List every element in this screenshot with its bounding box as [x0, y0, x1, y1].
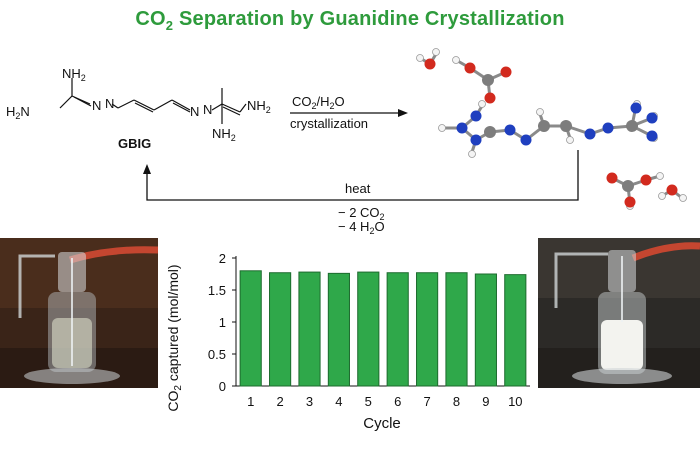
atom-n-4: N: [203, 102, 212, 117]
x-tick-label: 3: [306, 394, 313, 409]
gbig-atom-labels: NH2 H2N N N N N NH2 NH2: [6, 66, 271, 143]
photo-white-precipitate: [538, 238, 700, 388]
reverse-arrowhead: [143, 164, 151, 174]
x-axis-title: Cycle: [363, 415, 401, 432]
x-tick-label: 5: [365, 394, 372, 409]
bar: [298, 271, 321, 387]
released-h2o: − 4 H2O: [338, 219, 385, 236]
bar: [386, 272, 409, 387]
y-tick-label: 0.5: [208, 347, 226, 362]
x-tick-label: 1: [247, 394, 254, 409]
forward-reagent: CO2/H2O: [292, 94, 345, 111]
x-tick-label: 8: [453, 394, 460, 409]
atom-nh2-bottom: NH2: [212, 126, 236, 143]
atom-n-2: N: [105, 96, 114, 111]
x-tick-label: 9: [482, 394, 489, 409]
forward-arrow: [290, 109, 408, 117]
atom-h2n-left: H2N: [6, 104, 30, 121]
x-tick-label: 2: [276, 394, 283, 409]
atom-n-1: N: [92, 98, 101, 113]
page-title: CO2 Separation by Guanidine Crystallizat…: [135, 8, 565, 33]
bar: [239, 270, 262, 387]
bar: [474, 273, 497, 387]
reaction-scheme: NH2 H2N N N N N NH2 NH2 GBIG CO2/H2O cry…: [6, 48, 687, 236]
bar: [327, 272, 350, 387]
atom-n-3: N: [190, 104, 199, 119]
x-tick-label: 4: [335, 394, 342, 409]
y-axis-title: CO2 captured (mol/mol): [165, 264, 184, 411]
released-co2: − 2 CO2: [338, 205, 385, 222]
photo-clear-solution: [0, 238, 158, 388]
atom-nh2-top-left: NH2: [62, 66, 86, 83]
x-tick-label: 10: [508, 394, 522, 409]
reverse-arrow: [146, 150, 579, 201]
y-tick-label: 0: [219, 379, 226, 394]
y-tick-label: 2: [219, 251, 226, 266]
svg-text:CO2 captured (mol/mol): CO2 captured (mol/mol): [165, 264, 184, 411]
y-tick-label: 1: [219, 315, 226, 330]
forward-condition: crystallization: [290, 116, 368, 131]
bar: [269, 272, 292, 387]
co2-capture-bar-chart: CO2 captured (mol/mol) Cycle 0 0.5 1 1.5 2 1 2…: [165, 251, 530, 432]
reverse-condition: heat: [345, 181, 371, 196]
bar: [445, 272, 468, 387]
compound-label: GBIG: [118, 136, 151, 151]
bar: [416, 272, 439, 387]
bar: [504, 274, 527, 387]
crystal-structure-model: [416, 48, 687, 210]
x-tick-label: 6: [394, 394, 401, 409]
x-tick-label: 7: [423, 394, 430, 409]
atom-nh2-right: NH2: [247, 98, 271, 115]
gbig-structure: [59, 78, 247, 124]
bar: [357, 271, 380, 387]
y-tick-label: 1.5: [208, 283, 226, 298]
plot-area: 0 0.5 1 1.5 2 1 2 3 4 5 6 7 8 9 10: [208, 251, 530, 409]
